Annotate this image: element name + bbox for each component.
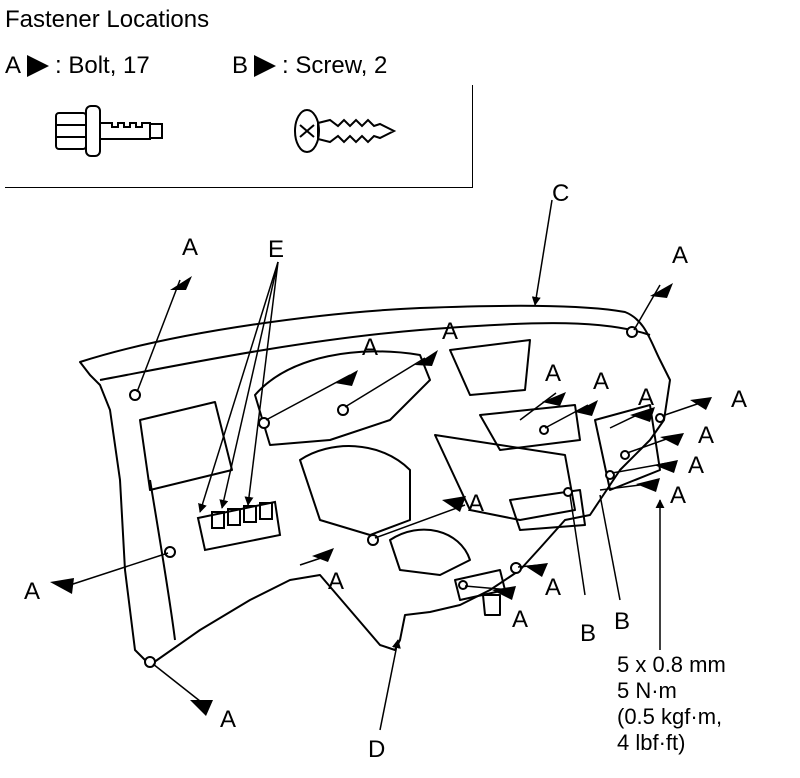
callout-a: A	[328, 568, 345, 595]
callout-a: A	[593, 368, 610, 395]
callout-a: A	[220, 706, 237, 733]
callout-a: A	[468, 490, 485, 517]
callout-a: A	[638, 384, 655, 411]
screw-icon	[294, 109, 397, 153]
callout-a: A	[442, 318, 459, 345]
callout-a: A	[512, 606, 529, 633]
arrow-marker-icon	[27, 55, 50, 77]
legend-frame	[5, 85, 473, 188]
page-title: Fastener Locations	[5, 6, 210, 33]
spec-torque-kgf: (0.5 kgf·m,	[617, 704, 723, 729]
fastener-holes	[129, 326, 665, 668]
callout-a: A	[545, 574, 562, 601]
callout-a: A	[182, 234, 199, 261]
legend-bolt-letter: A	[5, 52, 22, 79]
switch-panel	[196, 500, 282, 552]
callout-b: B	[614, 608, 631, 635]
callout-a: A	[698, 422, 715, 449]
callout-arrowheads	[50, 276, 712, 716]
spec-torque-nm: 5 N·m	[617, 678, 677, 703]
dashboard-outline	[79, 304, 671, 666]
legend-bolt: A : Bolt, 17	[5, 52, 150, 80]
legend-screw-letter: B	[232, 52, 249, 79]
legend-bolt-text: : Bolt, 17	[55, 52, 150, 79]
leader-lines	[69, 199, 704, 731]
callout-d: D	[368, 736, 386, 763]
torque-spec: 5 x 0.8 mm 5 N·m (0.5 kgf·m, 4 lbf·ft)	[617, 652, 726, 756]
callout-a: A	[24, 578, 41, 605]
legend-screw: B : Screw, 2	[232, 52, 387, 80]
callout-c: C	[552, 180, 570, 207]
spec-torque-lbf: 4 lbf·ft)	[617, 730, 686, 755]
legend-screw-text: : Screw, 2	[282, 52, 388, 79]
callout-a: A	[670, 482, 687, 509]
callout-a: A	[672, 242, 689, 269]
callout-b: B	[580, 620, 597, 647]
bolt-icon	[55, 105, 163, 157]
callout-a: A	[731, 386, 748, 413]
callout-a: A	[362, 334, 379, 361]
callout-a: A	[545, 360, 562, 387]
arrow-marker-icon	[254, 55, 277, 77]
callout-a: A	[688, 452, 705, 479]
spec-size: 5 x 0.8 mm	[617, 652, 726, 677]
callout-e: E	[268, 236, 285, 263]
